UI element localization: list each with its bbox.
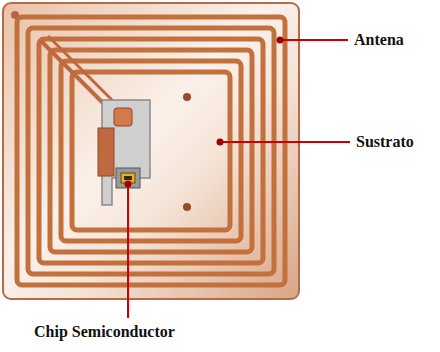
callout-label: Antena [354, 30, 404, 49]
chip-bridge [40, 36, 150, 205]
leader-line [127, 184, 129, 318]
via-dot [183, 93, 191, 101]
coil-turn [17, 17, 285, 285]
leader-dot [277, 37, 284, 44]
leader-line [220, 141, 350, 143]
leader-dot [125, 181, 132, 188]
leader-dot [217, 139, 224, 146]
callout-label: Sustrato [356, 132, 414, 151]
coil-turn [28, 28, 274, 274]
corner-dot [11, 11, 19, 19]
via-dot [183, 203, 191, 211]
substrate [3, 3, 299, 299]
antenna-coil [17, 17, 285, 285]
coil-turn [39, 39, 263, 263]
leader-lines [125, 37, 351, 319]
callout-label: Chip Semiconductor [34, 322, 175, 341]
leader-line [280, 39, 348, 41]
